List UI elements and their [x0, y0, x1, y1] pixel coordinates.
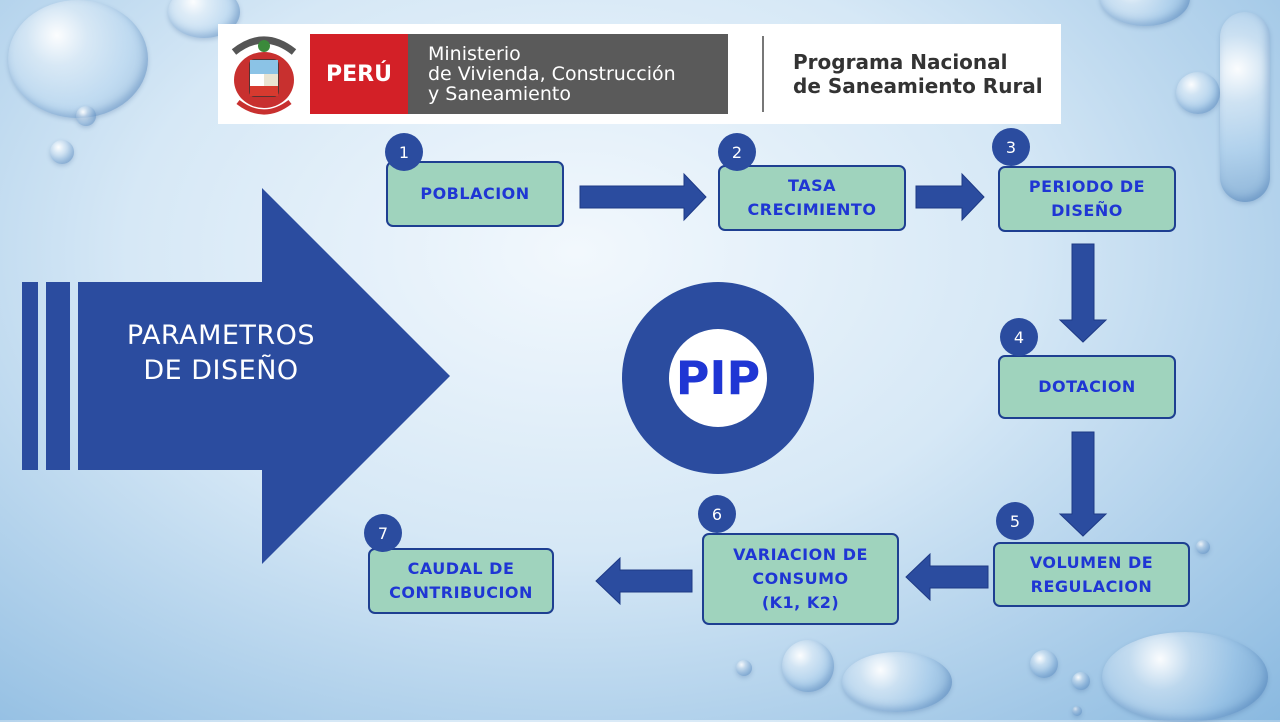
big-arrow-shape — [78, 188, 450, 564]
step-box-periodo-diseno: PERIODO DE DISEÑO — [998, 166, 1176, 232]
peru-coat-of-arms-icon — [231, 36, 297, 115]
water-bubble — [1030, 650, 1058, 678]
peru-logo: PERÚ — [310, 34, 408, 114]
water-bubble — [8, 0, 148, 118]
water-bubble — [1072, 672, 1090, 690]
ministry-line: Ministerio — [428, 43, 521, 65]
arrow-down — [1058, 431, 1108, 537]
step-box-caudal-contribucion: CAUDAL DE CONTRIBUCION — [368, 548, 554, 614]
program-name: Programa Nacional de Saneamiento Rural — [793, 50, 1053, 98]
step-number-badge: 4 — [1000, 318, 1038, 356]
arrow-left — [905, 552, 989, 602]
water-bubble — [1176, 72, 1220, 114]
pip-label: PIP — [675, 351, 761, 405]
step-box-volumen-regulacion: VOLUMEN DE REGULACION — [993, 542, 1190, 607]
header-logo-banner: PERÚ Ministerio de Vivienda, Construcció… — [218, 24, 1061, 124]
arrow-down — [1058, 243, 1108, 343]
water-bubble — [1102, 632, 1268, 722]
water-bubble — [736, 660, 752, 676]
step-number-badge: 6 — [698, 495, 736, 533]
step-number-badge: 2 — [718, 133, 756, 171]
step-box-poblacion: POBLACION — [386, 161, 564, 227]
step-number-badge: 7 — [364, 514, 402, 552]
step-box-variacion-consumo: VARIACION DE CONSUMO (K1, K2) — [702, 533, 899, 625]
step-number-badge: 5 — [996, 502, 1034, 540]
title-line: DE DISEÑO — [143, 355, 299, 386]
header-divider — [762, 36, 764, 112]
water-bubble — [842, 652, 952, 712]
water-bubble — [1072, 706, 1082, 716]
ministry-line: y Saneamiento — [428, 83, 571, 105]
water-bubble — [50, 140, 74, 164]
step-box-dotacion: DOTACION — [998, 355, 1176, 419]
arrow-tail-bar — [22, 282, 38, 470]
ministry-name: Ministerio de Vivienda, Construcción y S… — [408, 34, 728, 114]
water-bubble — [1220, 12, 1270, 202]
arrow-right — [579, 172, 707, 222]
arrow-right — [915, 172, 985, 222]
title-line: PARAMETROS — [126, 320, 316, 351]
arrow-left — [595, 556, 693, 606]
water-bubble — [1196, 540, 1210, 554]
step-box-tasa-crecimiento: TASA CRECIMIENTO — [718, 165, 906, 231]
water-bubble — [76, 106, 96, 126]
step-number-badge: 3 — [992, 128, 1030, 166]
program-line: Programa Nacional — [793, 50, 1008, 74]
diagram-title: PARAMETROS DE DISEÑO — [96, 318, 346, 388]
water-bubble — [782, 640, 834, 692]
step-number-badge: 1 — [385, 133, 423, 171]
pip-ring-center — [669, 329, 767, 427]
program-line: de Saneamiento Rural — [793, 74, 1043, 98]
arrow-tail-bar — [46, 282, 70, 470]
ministry-line: de Vivienda, Construcción — [428, 63, 676, 85]
